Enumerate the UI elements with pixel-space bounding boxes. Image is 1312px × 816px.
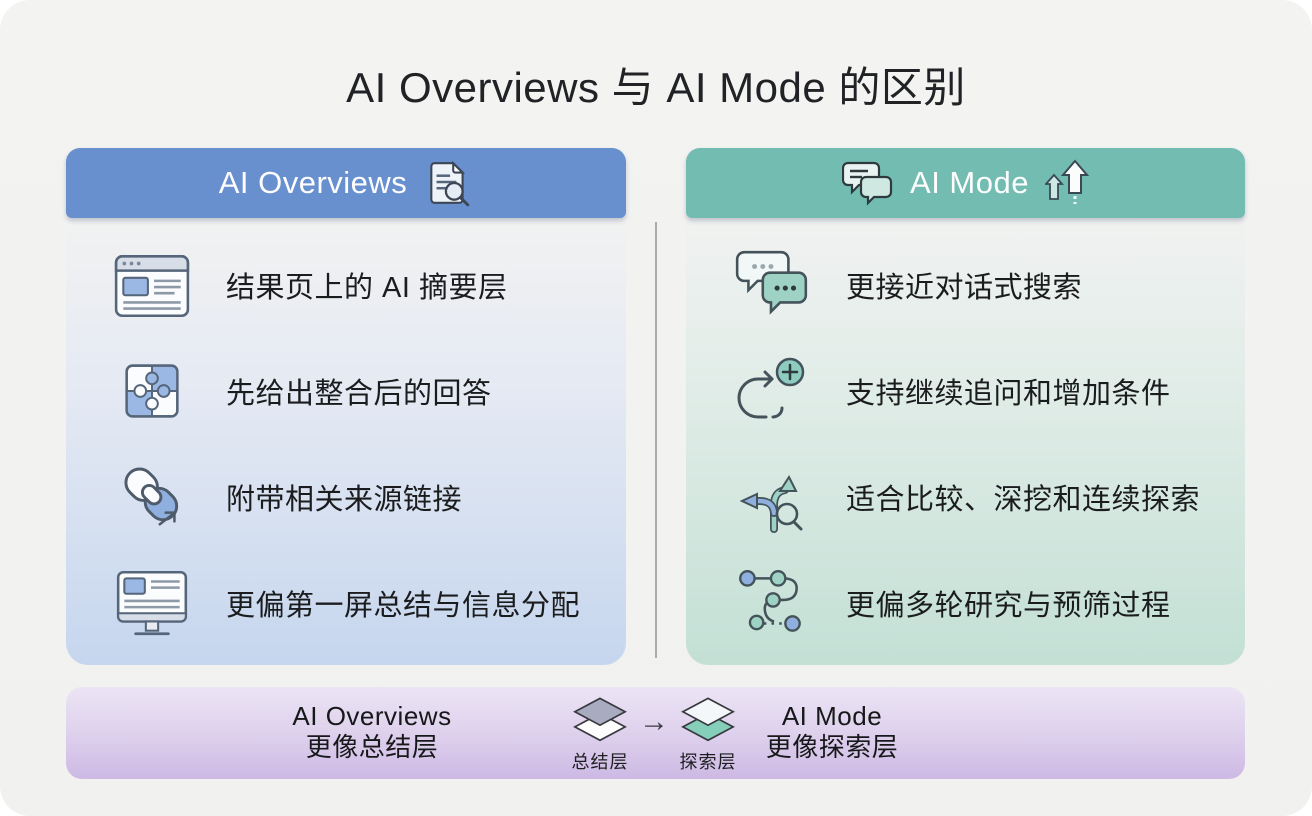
footer-right-text: AI Mode 更像探索层 [766, 701, 899, 763]
left-header-label: AI Overviews [218, 165, 408, 200]
right-column-header: AI Mode [686, 148, 1245, 218]
list-item: 结果页上的 AI 摘要层 [66, 232, 626, 338]
link-icon [110, 455, 194, 539]
summary-layer-label: 总结层 [571, 752, 629, 772]
right-header-label: AI Mode [910, 165, 1029, 200]
footer-left-line2: 更像总结层 [305, 732, 439, 762]
footer-right-line2: 更像探索层 [765, 732, 899, 762]
list-item-text: 附带相关来源链接 [226, 484, 463, 516]
loop-plus-icon [730, 349, 814, 433]
list-item-text: 更偏第一屏总结与信息分配 [226, 590, 581, 622]
list-item: 更接近对话式搜索 [686, 232, 1245, 338]
explore-layer-label: 探索层 [679, 752, 737, 772]
document-search-icon [423, 158, 473, 208]
left-column-header: AI Overviews [66, 148, 626, 218]
left-column-body: 结果页上的 AI 摘要层 先给出整合后的回答 [66, 218, 626, 665]
list-item: 附带相关来源链接 [66, 444, 626, 550]
chat-dots-icon [730, 243, 814, 327]
list-item-text: 支持继续追问和增加条件 [846, 378, 1171, 410]
puzzle-icon [110, 349, 194, 433]
footer-left-text: AI Overviews 更像总结层 [292, 701, 451, 763]
list-item: 支持继续追问和增加条件 [686, 338, 1245, 444]
list-item-text: 结果页上的 AI 摘要层 [226, 272, 508, 304]
list-item: 先给出整合后的回答 [66, 338, 626, 444]
column-divider [655, 222, 657, 658]
footer-right-line1: AI Mode [781, 701, 883, 731]
list-item-text: 先给出整合后的回答 [226, 378, 492, 410]
page-title: AI Overviews 与 AI Mode 的区别 [346, 64, 966, 111]
list-item-text: 适合比较、深挖和连续探索 [846, 484, 1201, 516]
list-item-text: 更接近对话式搜索 [846, 272, 1083, 304]
right-column-body: 更接近对话式搜索 支持继续追问和增加条件 [686, 218, 1245, 665]
list-item-text: 更偏多轮研究与预筛过程 [846, 590, 1171, 622]
transition-arrow: → [639, 705, 669, 738]
summary-layers-icon: 总结层 [567, 695, 633, 774]
flow-nodes-icon [730, 561, 814, 645]
up-arrows-icon [1044, 159, 1089, 207]
list-item: 更偏多轮研究与预筛过程 [686, 550, 1245, 656]
list-item: 适合比较、深挖和连续探索 [686, 444, 1245, 550]
branch-search-icon [730, 455, 814, 539]
chat-bubbles-icon [842, 160, 894, 206]
browser-window-icon [110, 243, 194, 327]
footer-left-line1: AI Overviews [292, 701, 452, 731]
explore-layers-icon: 探索层 [675, 695, 741, 774]
footer-summary-bar: AI Overviews 更像总结层 总结层 → 探索层 AI Mode 更像探… [66, 687, 1245, 779]
list-item: 更偏第一屏总结与信息分配 [66, 550, 626, 656]
monitor-icon [110, 561, 194, 645]
